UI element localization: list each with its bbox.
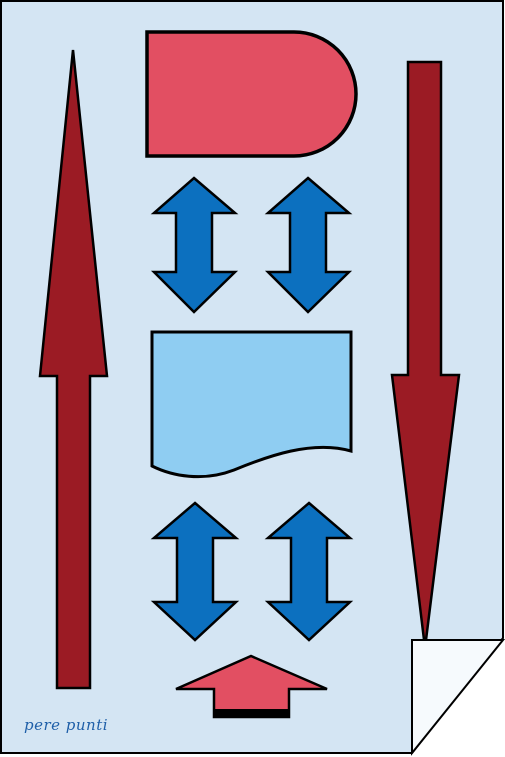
author-signature: pere punti [24,716,109,734]
document-shape [150,330,353,479]
left-up-arrow [38,49,109,690]
terminal-shape [145,30,358,158]
double-arrow-lower-right [264,501,354,642]
double-arrow-lower-left [150,501,240,642]
page-curl [411,639,505,756]
double-arrow-upper-left [150,176,239,314]
double-arrow-upper-right [264,176,353,314]
input-arrow-shape [175,654,328,719]
input-arrow-base-bar [214,709,289,717]
right-down-arrow [390,60,461,649]
